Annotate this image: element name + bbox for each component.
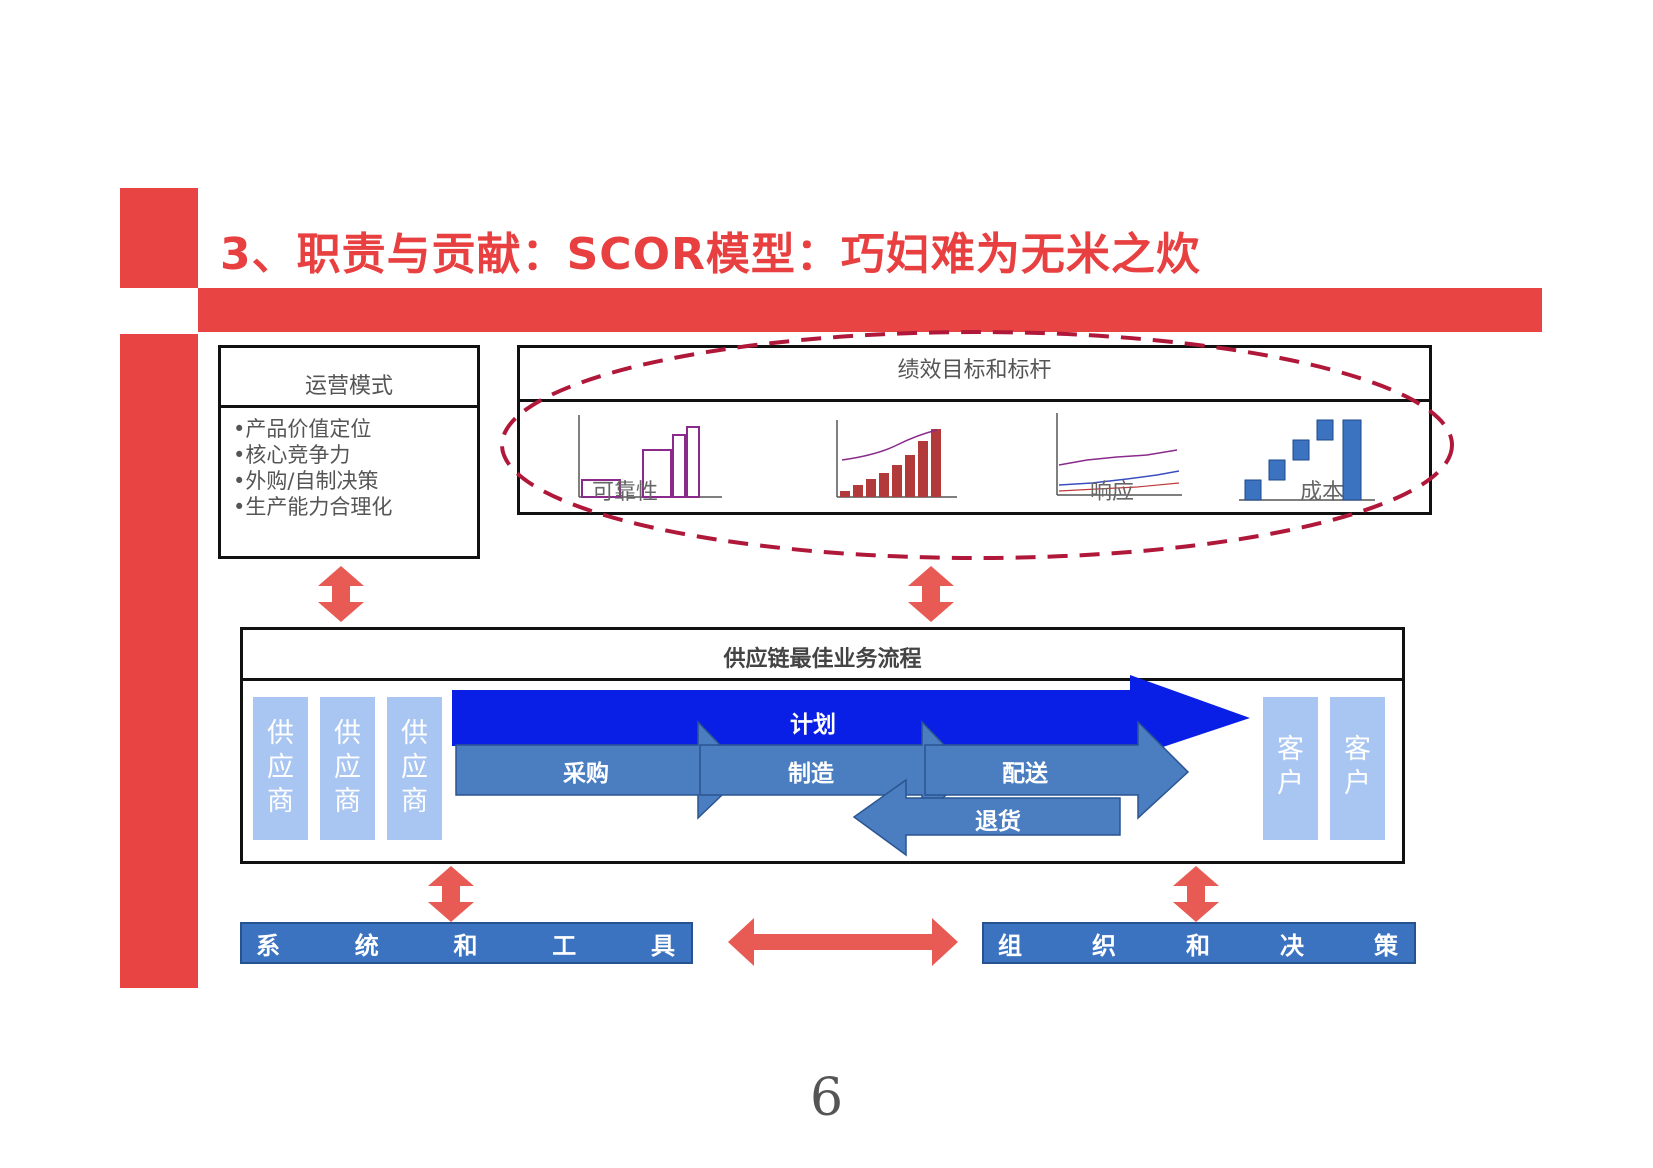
red-frame-left-bar (120, 334, 198, 988)
performance-charts (578, 413, 1375, 501)
organization-and-decision-bar: 组 织 和 决 策 (982, 922, 1416, 964)
systems-char: 具 (651, 931, 675, 960)
red-frame-left-top (120, 188, 198, 288)
systems-and-tools-bar: 系 统 和 工 具 (240, 922, 693, 964)
process-divider (243, 678, 1402, 681)
customer-label: 客户 (1344, 734, 1371, 799)
return-label: 退货 (975, 809, 1021, 835)
customer-column: 客户 (1330, 697, 1385, 840)
customer-label: 客户 (1277, 734, 1304, 799)
supplier-label: 供应商 (401, 718, 428, 817)
performance-divider (520, 399, 1429, 402)
dashed-highlight-ellipse (500, 330, 1454, 560)
plan-arrow (452, 675, 1250, 758)
systems-char: 和 (453, 931, 478, 960)
double-arrow-systems (428, 866, 474, 922)
supplier-column: 供应商 (253, 697, 308, 840)
list-item: •生产能力合理化 (233, 495, 393, 519)
double-arrow-horizontal (728, 918, 958, 966)
reliability-chart (578, 415, 722, 498)
return-arrow (852, 778, 1121, 857)
list-item: •产品价值定位 (233, 417, 372, 441)
operations-list: •产品价值定位 •核心竞争力 •外购/自制决策 •生产能力合理化 (233, 416, 392, 520)
systems-char: 工 (552, 931, 577, 960)
response-chart-label: 响应 (1090, 480, 1135, 505)
supplier-column: 供应商 (387, 697, 442, 840)
list-item: •外购/自制决策 (233, 469, 379, 493)
performance-box: 绩效目标和标杆 (517, 345, 1432, 515)
org-char: 组 (998, 931, 1022, 960)
double-arrow-org (1173, 866, 1219, 922)
double-arrow-performance (908, 566, 954, 622)
systems-char: 系 (256, 931, 280, 960)
org-char: 决 (1280, 931, 1304, 960)
org-char: 织 (1092, 931, 1116, 960)
source-label: 采购 (563, 761, 609, 787)
cost-waterfall-chart (1239, 419, 1375, 501)
process-arrows (452, 675, 1250, 857)
org-char: 策 (1374, 931, 1398, 960)
operations-model-box: 运营模式 •产品价值定位 •核心竞争力 •外购/自制决策 •生产能力合理化 (218, 345, 480, 559)
reliability-chart-label: 可靠性 (592, 480, 659, 505)
double-arrow-ops (318, 566, 364, 622)
response-line-chart (1056, 413, 1182, 496)
page-number: 6 (810, 1068, 844, 1128)
cost-chart-label: 成本 (1300, 480, 1345, 505)
process-header: 供应链最佳业务流程 (723, 647, 922, 672)
page-title: 3、职责与贡献：SCOR模型：巧妇难为无米之炊 (220, 229, 1201, 280)
supplier-label: 供应商 (334, 718, 361, 817)
supplier-label: 供应商 (267, 718, 294, 817)
bar-line-chart (836, 420, 957, 498)
org-char: 和 (1186, 931, 1210, 960)
red-frame-top-bar (198, 288, 1542, 332)
operations-model-header: 运营模式 (304, 374, 393, 399)
systems-char: 统 (354, 931, 379, 960)
customer-column: 客户 (1263, 697, 1318, 840)
make-label: 制造 (788, 761, 834, 787)
plan-label: 计划 (790, 712, 836, 738)
performance-header: 绩效目标和标杆 (897, 358, 1052, 383)
deliver-arrow (924, 720, 1190, 820)
supplier-column: 供应商 (320, 697, 375, 840)
deliver-label: 配送 (1002, 761, 1048, 787)
operations-divider (221, 405, 477, 408)
list-item: •核心竞争力 (233, 443, 351, 467)
